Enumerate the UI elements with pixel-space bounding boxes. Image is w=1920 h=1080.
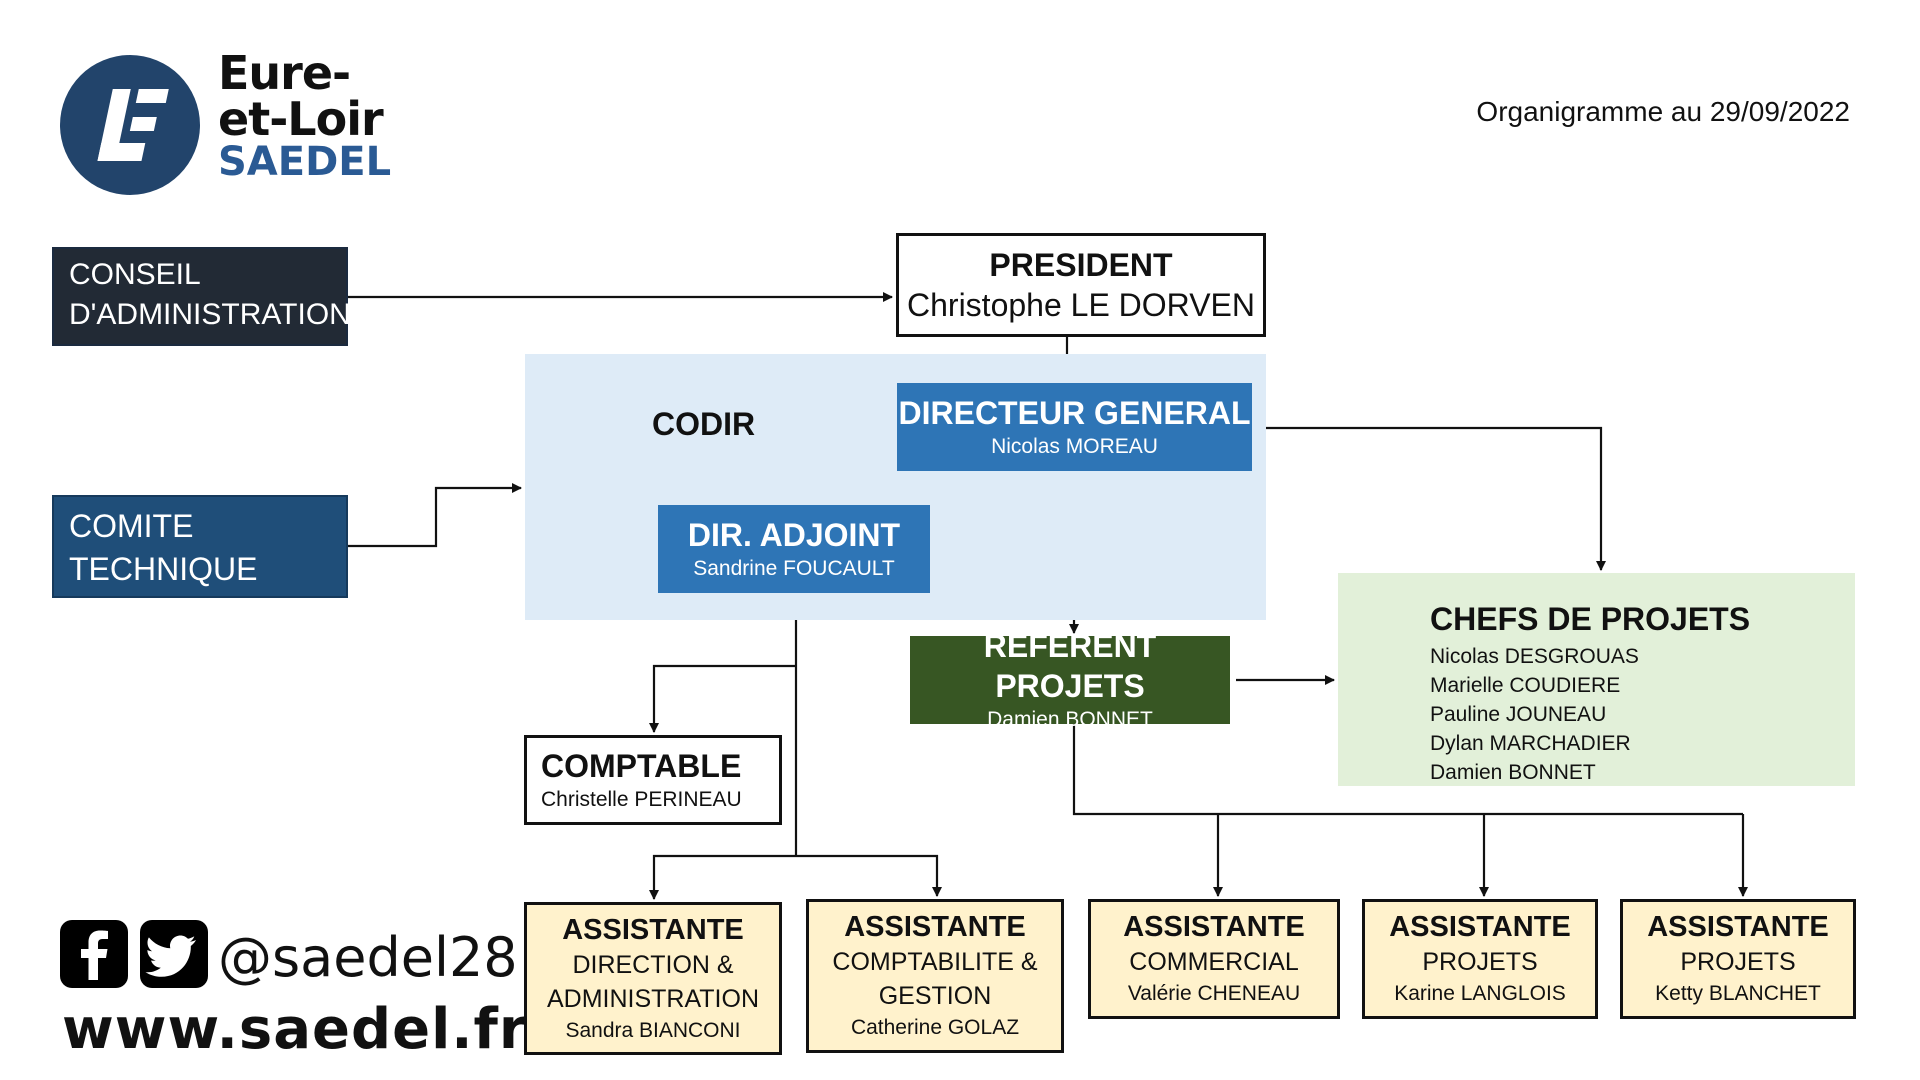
dg-name: Nicolas MOREAU	[991, 435, 1158, 458]
president-name: Christophe LE DORVEN	[907, 287, 1255, 323]
logo-line-2: et-Loir	[218, 92, 384, 146]
president-box: PRESIDENT Christophe LE DORVEN	[896, 233, 1266, 337]
comite-line-1: COMITE	[69, 508, 194, 544]
assistant-role: GESTION	[878, 982, 992, 1010]
board-line-2: D'ADMINISTRATION	[69, 298, 351, 331]
adjoint-title: DIR. ADJOINT	[687, 517, 901, 553]
facebook-icon[interactable]	[60, 920, 128, 988]
assistant-name: Catherine GOLAZ	[850, 1016, 1020, 1039]
assistant-title: ASSISTANTE	[844, 911, 1026, 943]
comptable-name: Christelle PERINEAU	[541, 788, 742, 811]
assistant-box: ASSISTANTE COMMERCIAL Valérie CHENEAU	[1088, 899, 1340, 1019]
assistant-role: ADMINISTRATION	[546, 984, 760, 1013]
connector-adjoint-to-asst-2	[796, 854, 942, 897]
social-handle[interactable]: @saedel28	[218, 926, 518, 989]
twitter-icon[interactable]	[140, 920, 208, 988]
saedel-logo-wordmark: Eure- et-Loir SAEDEL	[218, 50, 391, 182]
comptable-title: COMPTABLE	[541, 748, 742, 784]
assistant-title: ASSISTANTE	[562, 913, 744, 946]
chef-member: Nicolas DESGROUAS	[1430, 645, 1639, 668]
website-link[interactable]: www.saedel.fr	[62, 997, 528, 1062]
codir-label: CODIR	[652, 406, 756, 442]
conseil-administration-box: CONSEIL D'ADMINISTRATION	[52, 247, 351, 346]
assistant-role: COMMERCIAL	[1129, 948, 1299, 976]
assistant-role: COMPTABILITE &	[832, 948, 1038, 976]
connector-dg-to-chefs	[1252, 426, 1606, 571]
assistant-box: ASSISTANTE PROJETS Ketty BLANCHET	[1620, 899, 1856, 1019]
assistant-name: Karine LANGLOIS	[1394, 982, 1566, 1005]
logo-line-3: SAEDEL	[218, 139, 392, 185]
chefs-de-projets-box: CHEFS DE PROJETS Nicolas DESGROUAS Marie…	[1338, 573, 1855, 786]
assistant-title: ASSISTANTE	[1389, 911, 1571, 943]
assistant-role: PROJETS	[1422, 948, 1538, 976]
assistant-name: Sandra BIANCONI	[565, 1018, 741, 1042]
directeur-general-box: DIRECTEUR GENERAL Nicolas MOREAU	[897, 383, 1252, 471]
connector-referent-bus	[1072, 724, 1743, 816]
adjoint-name: Sandrine FOUCAULT	[693, 557, 895, 580]
connector-adjoint-to-comptable	[649, 664, 796, 733]
assistant-box: ASSISTANTE DIRECTION & ADMINISTRATION Sa…	[524, 902, 782, 1055]
chef-member: Dylan MARCHADIER	[1430, 732, 1631, 755]
chef-member: Marielle COUDIERE	[1430, 674, 1621, 697]
dg-title: DIRECTEUR GENERAL	[898, 395, 1251, 431]
assistant-title: ASSISTANTE	[1647, 911, 1829, 943]
referent-title: REFERENT PROJETS	[983, 628, 1157, 704]
comite-line-2: TECHNIQUE	[69, 551, 258, 587]
connector-comite-to-codir	[348, 483, 522, 548]
referent-projets-box: REFERENT PROJETS Damien BONNET	[910, 628, 1230, 731]
dir-adjoint-box: DIR. ADJOINT Sandrine FOUCAULT	[658, 505, 930, 593]
assistant-name: Ketty BLANCHET	[1655, 982, 1821, 1005]
chef-member: Damien BONNET	[1430, 761, 1596, 784]
referent-name: Damien BONNET	[987, 708, 1153, 731]
board-line-1: CONSEIL	[69, 258, 201, 291]
comite-technique-box: COMITE TECHNIQUE	[52, 495, 348, 598]
chart-date-label: Organigramme au 29/09/2022	[1476, 96, 1850, 127]
connector-adjoint-to-asst-1	[649, 854, 796, 900]
president-title: PRESIDENT	[989, 247, 1173, 283]
logo-le-glyph-icon	[97, 89, 169, 161]
comptable-box: COMPTABLE Christelle PERINEAU	[524, 735, 782, 825]
assistant-name: Valérie CHENEAU	[1127, 982, 1301, 1005]
assistant-role: DIRECTION &	[572, 950, 734, 979]
assistant-box: ASSISTANTE PROJETS Karine LANGLOIS	[1362, 899, 1598, 1019]
chef-member: Pauline JOUNEAU	[1430, 703, 1607, 726]
chefs-title: CHEFS DE PROJETS	[1430, 601, 1751, 637]
assistant-role: PROJETS	[1680, 948, 1796, 976]
assistant-title: ASSISTANTE	[1123, 911, 1305, 943]
saedel-logo-mark	[60, 55, 200, 195]
assistant-box: ASSISTANTE COMPTABILITE & GESTION Cather…	[806, 899, 1064, 1053]
logo-line-1: Eure-	[218, 46, 351, 100]
